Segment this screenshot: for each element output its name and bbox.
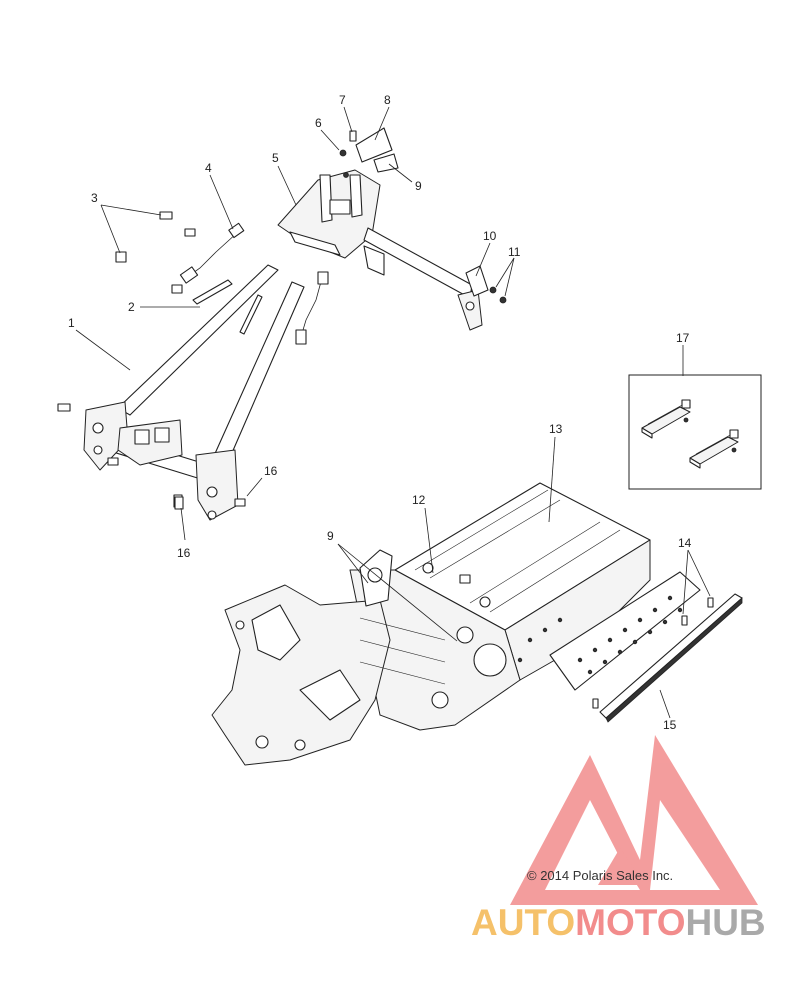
callout-9-top: 9 [415, 179, 422, 193]
part-3-bolts [115, 211, 196, 294]
callout-13: 13 [549, 422, 563, 436]
parts-6-9-hardware [339, 127, 399, 178]
callout-12: 12 [412, 493, 426, 507]
callout-numbers: 1 2 3 4 5 6 7 8 9 10 11 12 13 14 15 16 1… [68, 93, 692, 732]
leader-lines [75, 106, 711, 719]
parts-14-15-rail [592, 593, 743, 723]
callout-11: 11 [508, 245, 521, 259]
part-4-harness [179, 222, 329, 345]
callout-16-bottom: 16 [177, 546, 191, 560]
callout-17: 17 [676, 331, 690, 345]
watermark-text: AUTOMOTOHUB [471, 902, 766, 944]
part-5-steering-post [277, 169, 483, 331]
part-1-frame-assembly [57, 264, 305, 521]
callout-6: 6 [315, 116, 322, 130]
watermark-moto: MOTO [575, 902, 686, 943]
callout-3: 3 [91, 191, 98, 205]
callout-9-chassis: 9 [327, 529, 334, 543]
copyright-notice: © 2014 Polaris Sales Inc. [527, 868, 674, 883]
callout-16-right: 16 [264, 464, 278, 478]
parts-10-11-brackets [465, 265, 507, 304]
callout-5: 5 [272, 151, 279, 165]
callout-15: 15 [663, 718, 677, 732]
callout-4: 4 [205, 161, 212, 175]
callout-10: 10 [483, 229, 497, 243]
part-17-inset [628, 374, 762, 490]
callout-7: 7 [339, 93, 346, 107]
part-2-strips [192, 279, 263, 335]
callout-1: 1 [68, 316, 75, 330]
watermark-auto: AUTO [471, 902, 576, 943]
chassis [211, 482, 701, 766]
watermark-logo [510, 735, 758, 905]
callout-8: 8 [384, 93, 391, 107]
callout-2: 2 [128, 300, 135, 314]
callout-14: 14 [678, 536, 692, 550]
running-board-holes [517, 595, 683, 675]
part-16-bolts [174, 496, 184, 510]
watermark-hub: HUB [685, 902, 766, 943]
